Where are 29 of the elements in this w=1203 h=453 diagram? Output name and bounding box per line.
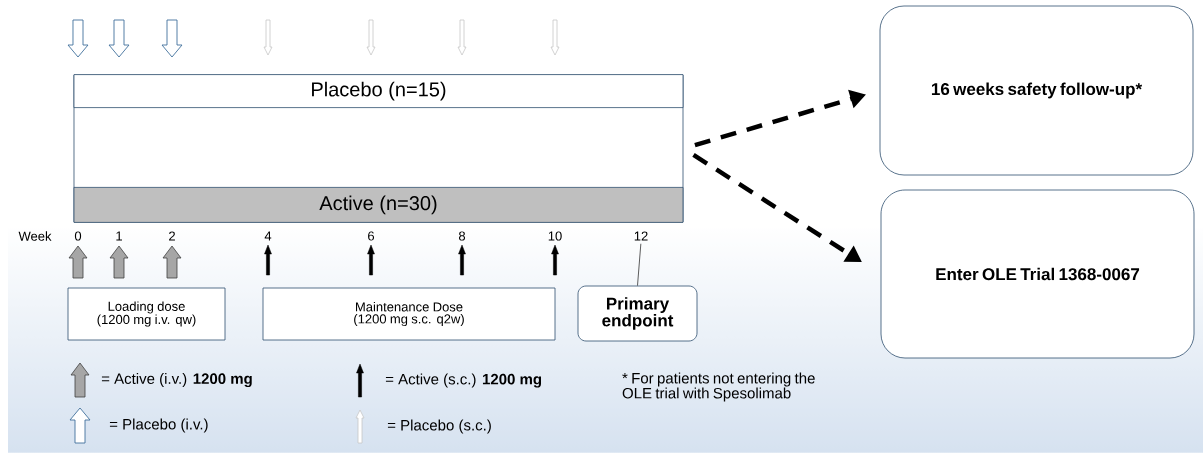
week-number: 12 [634, 231, 648, 241]
dose-arrow [68, 245, 88, 279]
dose-arrow [109, 245, 129, 279]
dose-arrow [108, 19, 130, 58]
dose-arrow [457, 19, 467, 56]
dose-arrow [551, 244, 559, 276]
legend-text: = Placebo (i.v.) [109, 418, 208, 433]
axis-label: Week [18, 231, 52, 241]
legend-text: = Active (i.v.) 1200 mg [101, 373, 252, 388]
leader-line [637, 243, 642, 286]
footnote: * For patients not entering the OLE trial with Spesolimab [622, 372, 815, 402]
legend-text: = Placebo (s.c.) [387, 419, 491, 434]
dose-arrow [161, 19, 183, 58]
arm-band: Active (n=30) [73, 187, 684, 223]
dose-arrow [264, 244, 272, 276]
outcome-box: 16 weeks safety follow-up* [879, 5, 1194, 176]
dose-arrow [458, 244, 466, 276]
arm-band: Placebo (n=15) [73, 74, 684, 108]
dose-arrow [367, 244, 375, 276]
dose-arrow [366, 19, 376, 56]
legend-text: = Active (s.c.) 1200 mg [385, 373, 542, 388]
dose-box: Maintenance Dose (1200 mg s.c. q2w) [262, 287, 556, 341]
dose-arrow [550, 19, 560, 56]
endpoint-box: Primary endpoint [577, 285, 698, 342]
dose-box: Loading dose (1200 mg i.v. qw) [67, 287, 226, 341]
outcome-box: Enter OLE Trial 1368-0067 [880, 189, 1195, 359]
dose-arrow [162, 245, 182, 279]
dose-arrow [263, 19, 273, 56]
dose-arrow [67, 19, 89, 58]
